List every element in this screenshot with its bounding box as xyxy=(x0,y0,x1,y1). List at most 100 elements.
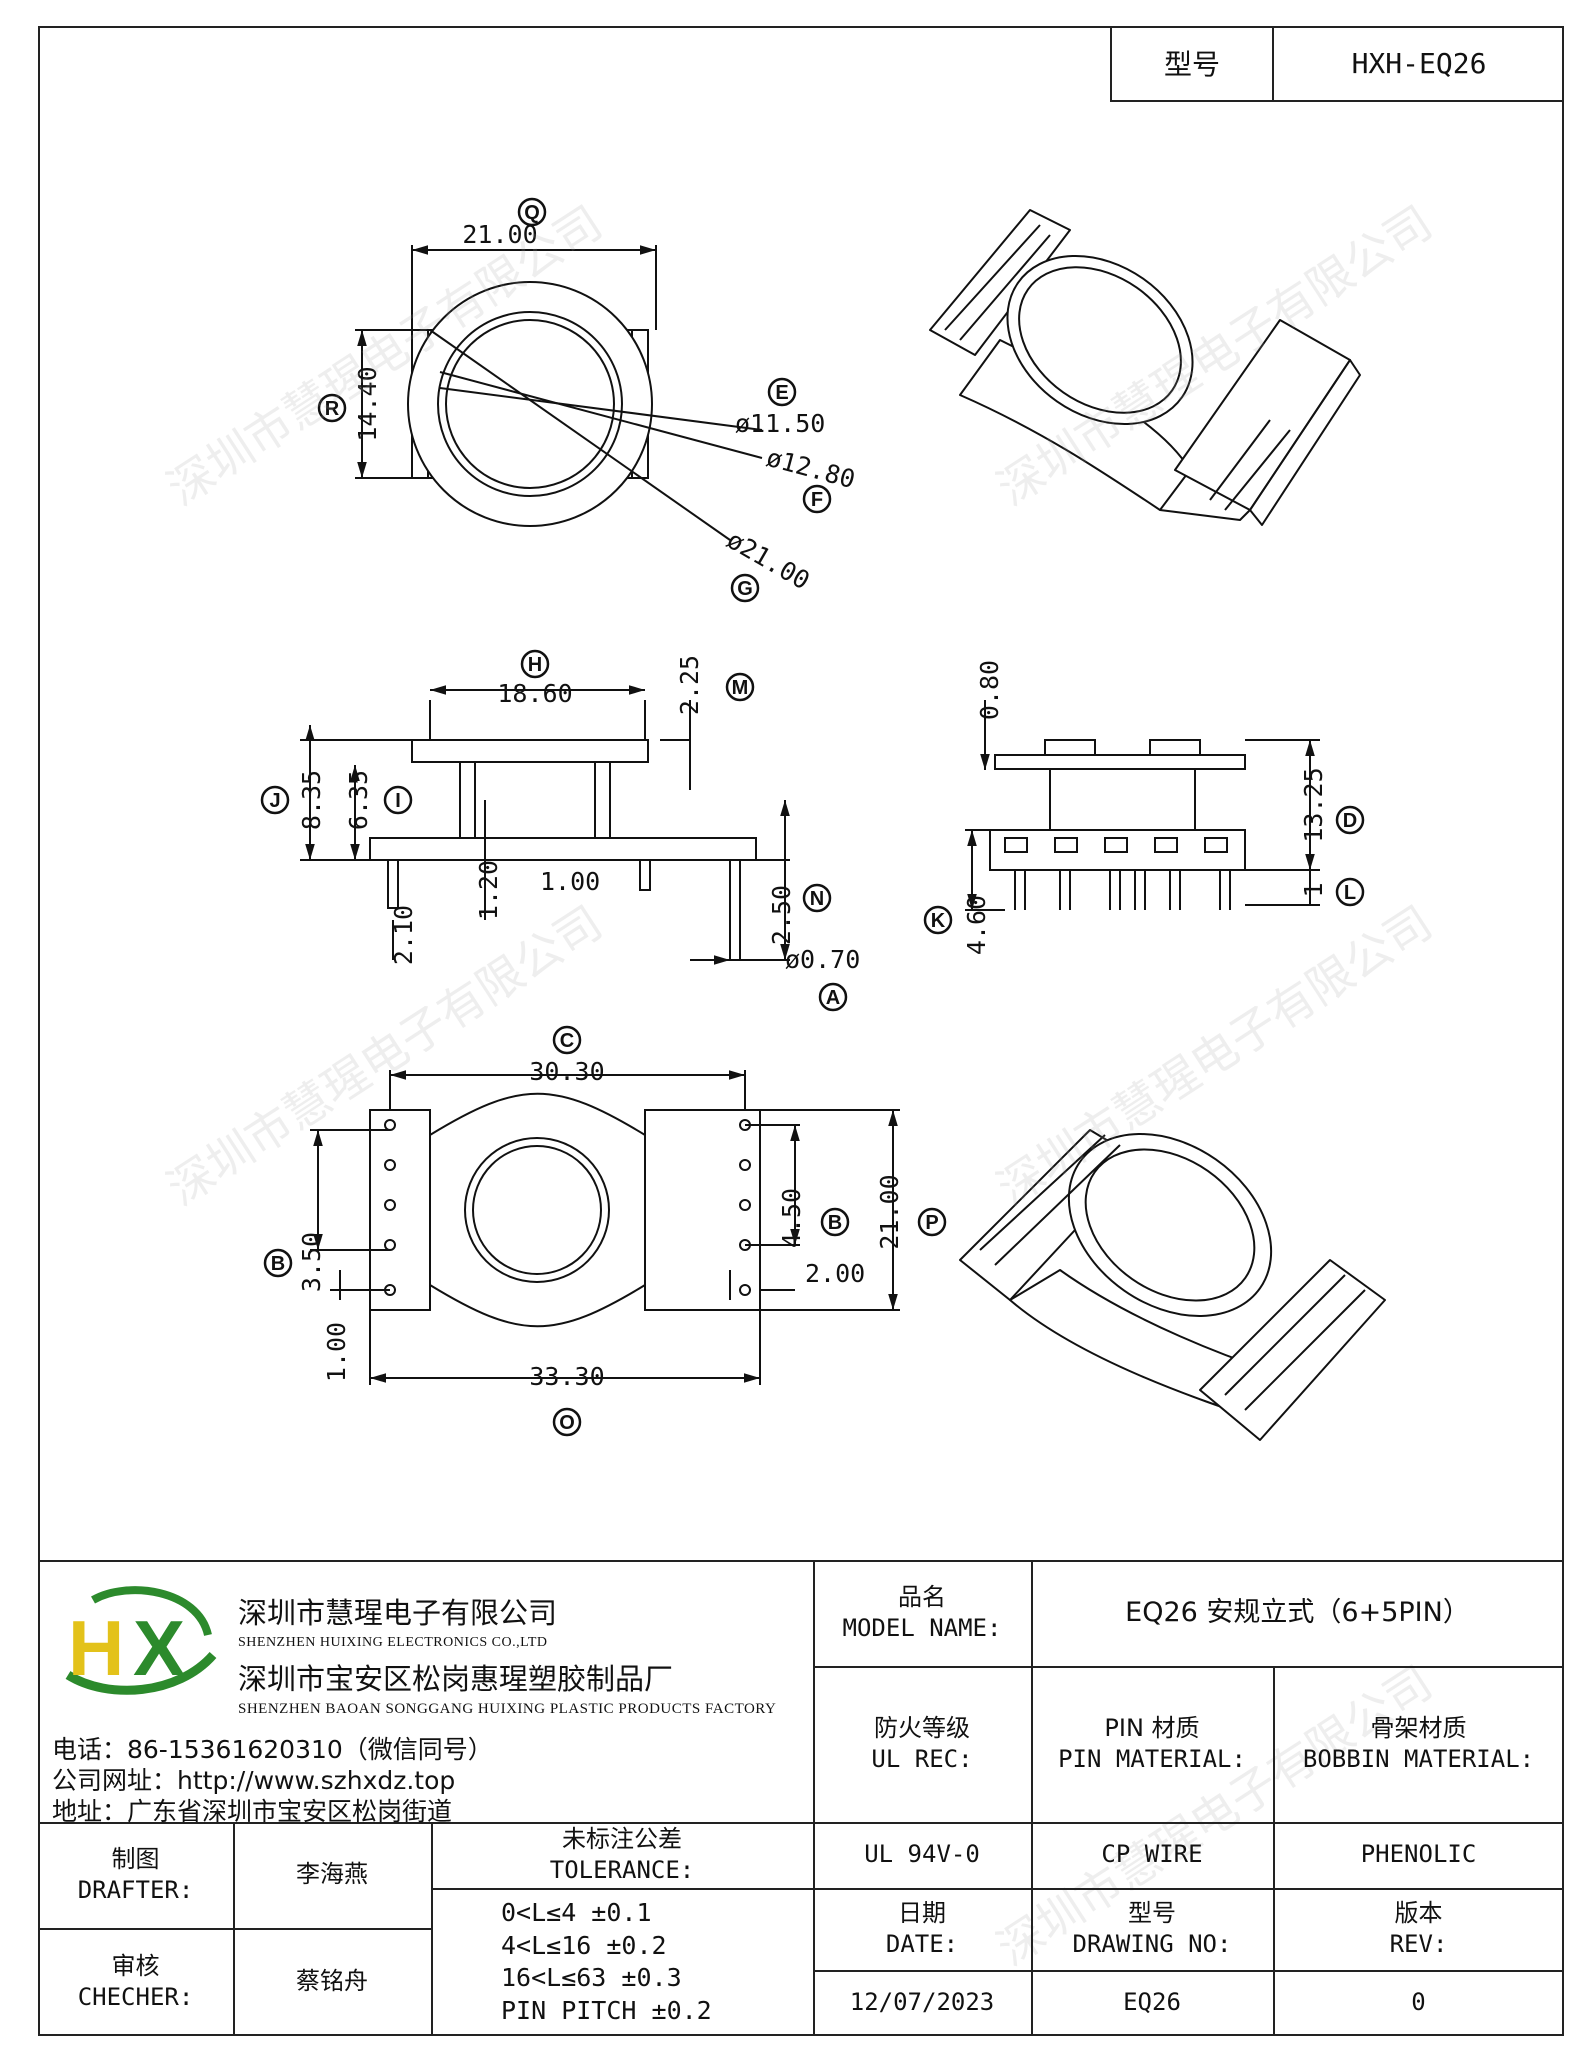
drawing-no-value: EQ26 xyxy=(1123,1988,1181,2017)
circle-label-b2: B xyxy=(820,1207,850,1237)
circle-label-d: D xyxy=(1335,805,1365,835)
tolerance-label: 未标注公差 TOLERANCE: xyxy=(431,1822,813,1888)
pin-material-label-cn: PIN 材质 xyxy=(1104,1713,1200,1742)
date-value: 12/07/2023 xyxy=(849,1988,995,2017)
dim-080-value: 0.80 xyxy=(975,660,1004,720)
company-phone: 电话：86-15361620310（微信同号） xyxy=(52,1735,493,1764)
svg-text:K: K xyxy=(931,910,946,932)
dim-e-value: ø11.50 xyxy=(735,409,825,438)
svg-text:L: L xyxy=(1344,882,1356,904)
circle-label-j: J xyxy=(260,785,290,815)
circle-label-g: G xyxy=(730,573,760,603)
dim-o-value: 33.30 xyxy=(529,1362,604,1391)
side-view xyxy=(965,700,1320,911)
dim-210-value: 2.10 xyxy=(389,905,418,965)
iso-view-top xyxy=(929,209,1361,526)
bobbin-material-label: 骨架材质 BOBBIN MATERIAL: xyxy=(1273,1666,1564,1822)
circle-label-k: K xyxy=(923,905,953,935)
svg-text:I: I xyxy=(395,790,401,812)
bottom-view xyxy=(310,1070,900,1385)
circle-label-p: P xyxy=(917,1207,947,1237)
dim-n-value: 2.50 xyxy=(767,885,796,945)
svg-text:E: E xyxy=(775,382,788,404)
svg-text:G: G xyxy=(737,578,753,600)
circle-label-q: Q xyxy=(517,197,547,227)
dim-k-value: 4.60 xyxy=(962,895,991,955)
svg-text:O: O xyxy=(559,1412,575,1434)
circle-label-b1: B xyxy=(263,1248,293,1278)
svg-text:N: N xyxy=(810,888,824,910)
company-logo: H X xyxy=(65,1586,217,1695)
svg-text:H: H xyxy=(528,654,542,676)
dim-c-value: 30.30 xyxy=(529,1057,604,1086)
technical-drawing: 21.00 14.40 ø11.50 ø12.80 ø21.00 18.60 2… xyxy=(260,197,1386,1441)
tolerance-table: 0<L≤4 ±0.1 4<L≤16 ±0.2 16<L≤63 ±0.3 PIN … xyxy=(431,1888,813,2036)
pin-material-label-en: PIN MATERIAL: xyxy=(1058,1745,1246,1773)
top-view xyxy=(355,245,763,541)
model-name-label-en: MODEL NAME: xyxy=(842,1614,1002,1642)
model-box-value: HXH-EQ26 xyxy=(1351,46,1487,80)
dim-100-value: 1.00 xyxy=(540,867,600,896)
dim-m-value: 2.25 xyxy=(675,655,704,715)
dim-d-value: 13.25 xyxy=(1299,767,1328,842)
factory-name-en: SHENZHEN BAOAN SONGGANG HUIXING PLASTIC … xyxy=(238,1701,777,1717)
logo-letter-h: H xyxy=(68,1604,124,1692)
svg-text:F: F xyxy=(811,489,823,511)
drawing-no-label-cn: 型号 xyxy=(1128,1898,1176,1927)
title-block: H X 深圳市慧瑆电子有限公司 SHENZHEN HUIXING ELECTRO… xyxy=(38,1560,1564,2036)
tolerance-line: 16<L≤63 ±0.3 xyxy=(501,1963,682,1992)
dim-l-value: 1 xyxy=(1299,882,1328,897)
ul-rec-label: 防火等级 UL REC: xyxy=(813,1666,1031,1822)
circle-label-c: C xyxy=(552,1025,582,1055)
pin-material-label: PIN 材质 PIN MATERIAL: xyxy=(1031,1666,1273,1822)
dim-a-value: ø0.70 xyxy=(785,945,860,974)
circle-label-n: N xyxy=(802,883,832,913)
company-address: 地址：广东省深圳市宝安区松岗街道 xyxy=(52,1797,453,1826)
dim-r-value: 14.40 xyxy=(353,366,382,441)
pin-material-value: CP WIRE xyxy=(1101,1840,1203,1869)
rev-label-en: REV: xyxy=(1389,1930,1448,1958)
model-name-value: EQ26 安规立式（6+5PIN） xyxy=(1125,1597,1470,1629)
dim-b1-value: 3.50 xyxy=(297,1232,326,1292)
company-name-en: SHENZHEN HUIXING ELECTRONICS CO.,LTD xyxy=(238,1635,548,1650)
ul-rec-label-cn: 防火等级 xyxy=(874,1713,970,1742)
dim-h-value: 18.60 xyxy=(497,679,572,708)
dim-q-value: 21.00 xyxy=(462,220,537,249)
svg-text:A: A xyxy=(826,987,840,1009)
tolerance-label-en: TOLERANCE: xyxy=(549,1856,695,1884)
company-name-cn: 深圳市慧瑆电子有限公司 xyxy=(238,1596,558,1630)
circle-label-a: A xyxy=(818,982,848,1012)
date-label: 日期 DATE: xyxy=(813,1888,1031,1970)
front-view xyxy=(300,685,790,965)
circle-label-h: H xyxy=(520,649,550,679)
model-box: 型号 HXH-EQ26 xyxy=(1110,26,1564,102)
rev-label: 版本 REV: xyxy=(1273,1888,1564,1970)
logo-letter-x: X xyxy=(133,1604,185,1692)
svg-text:C: C xyxy=(560,1030,574,1052)
svg-text:B: B xyxy=(271,1253,285,1275)
bobbin-material-label-en: BOBBIN MATERIAL: xyxy=(1302,1745,1535,1773)
checker-label-cn: 审核 xyxy=(111,1951,160,1980)
dim-120-value: 1.20 xyxy=(474,860,503,920)
factory-name-cn: 深圳市宝安区松岗惠瑆塑胶制品厂 xyxy=(238,1662,674,1696)
company-info: H X 深圳市慧瑆电子有限公司 SHENZHEN HUIXING ELECTRO… xyxy=(38,1560,813,1826)
date-label-en: DATE: xyxy=(885,1930,959,1958)
tolerance-line: PIN PITCH ±0.2 xyxy=(501,1995,712,2025)
dim-p-value: 21.00 xyxy=(875,1174,904,1249)
drafter-label-cn: 制图 xyxy=(111,1844,160,1873)
drawing-frame xyxy=(38,26,1564,2036)
tolerance-line: 4<L≤16 ±0.2 xyxy=(501,1930,667,1960)
circle-label-i: I xyxy=(383,785,413,815)
svg-text:M: M xyxy=(732,677,749,699)
ul-rec-value: UL 94V-0 xyxy=(864,1840,980,1869)
drawing-no-label-en: DRAWING NO: xyxy=(1072,1930,1232,1958)
drafter-label-en: DRAFTER: xyxy=(77,1876,194,1904)
svg-text:Q: Q xyxy=(524,202,540,224)
model-name-label: 品名 MODEL NAME: xyxy=(813,1560,1031,1666)
bobbin-material-value: PHENOLIC xyxy=(1360,1840,1477,1869)
rev-label-cn: 版本 xyxy=(1394,1898,1443,1927)
bobbin-material-label-cn: 骨架材质 xyxy=(1370,1713,1467,1742)
drafter-name: 李海燕 xyxy=(296,1860,368,1889)
circle-label-o: O xyxy=(552,1407,582,1437)
svg-text:B: B xyxy=(828,1212,842,1234)
